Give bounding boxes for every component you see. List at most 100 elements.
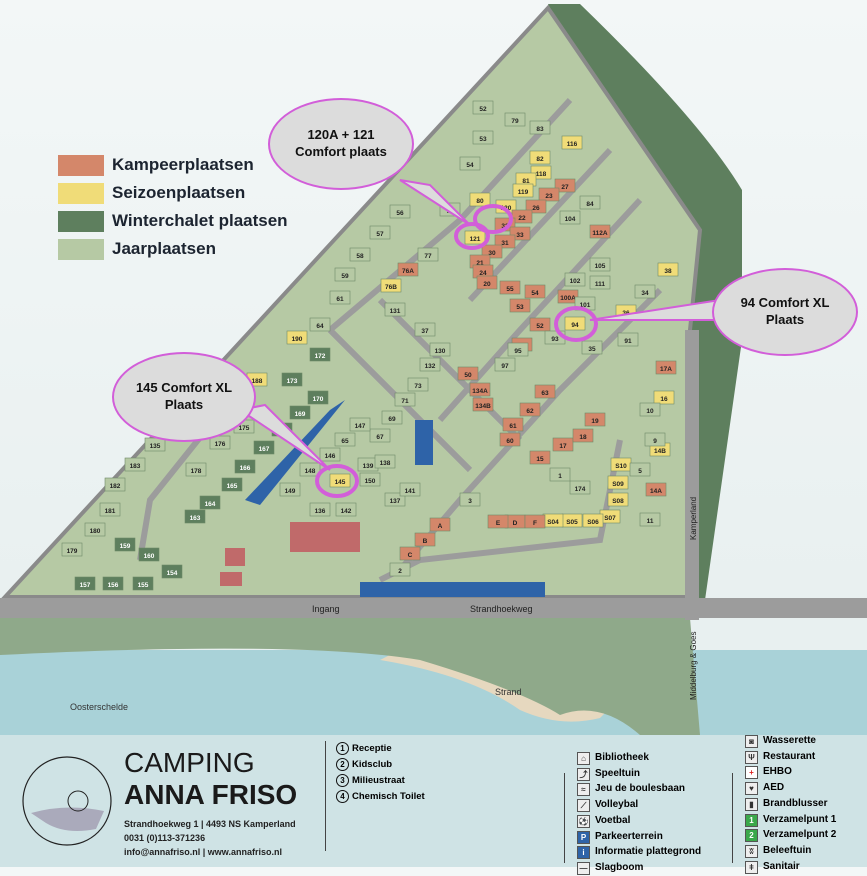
plot-145[interactable] [329, 473, 351, 488]
plot-76B[interactable] [380, 278, 402, 293]
plot-148[interactable] [299, 462, 321, 477]
plot-5[interactable] [629, 462, 651, 477]
plot-61[interactable] [502, 417, 524, 432]
plot-A[interactable] [429, 517, 451, 532]
plot-52[interactable] [472, 100, 494, 115]
plot-17[interactable] [552, 437, 574, 452]
plot-63[interactable] [534, 384, 556, 399]
plot-119[interactable] [512, 183, 534, 198]
plot-14A[interactable] [645, 482, 667, 497]
plot-58[interactable] [349, 247, 371, 262]
plot-100A[interactable] [557, 289, 579, 304]
plot-55[interactable] [499, 280, 521, 295]
plot-178[interactable] [185, 462, 207, 477]
plot-146[interactable] [319, 447, 341, 462]
plot-131[interactable] [384, 302, 406, 317]
plot-34[interactable] [634, 284, 656, 299]
plot-142[interactable] [335, 502, 357, 517]
plot-9[interactable] [644, 432, 666, 447]
plot-134B[interactable] [472, 397, 494, 412]
plot-S08[interactable] [607, 492, 629, 507]
plot-179[interactable] [61, 542, 83, 557]
plot-53[interactable] [509, 298, 531, 313]
plot-102[interactable] [564, 272, 586, 287]
plot-62[interactable] [519, 402, 541, 417]
plot-160[interactable] [138, 547, 160, 562]
plot-150[interactable] [359, 472, 381, 487]
plot-136[interactable] [309, 502, 331, 517]
plot-165[interactable] [221, 477, 243, 492]
plot-111[interactable] [589, 275, 611, 290]
plot-27[interactable] [554, 178, 576, 193]
plot-67[interactable] [369, 428, 391, 443]
plot-183[interactable] [124, 457, 146, 472]
plot-1[interactable] [549, 467, 571, 482]
plot-95[interactable] [507, 342, 529, 357]
plot-71[interactable] [394, 392, 416, 407]
plot-69[interactable] [381, 410, 403, 425]
plot-154[interactable] [161, 564, 183, 579]
plot-174[interactable] [569, 480, 591, 495]
plot-61[interactable] [329, 290, 351, 305]
plot-83[interactable] [529, 120, 551, 135]
plot-149[interactable] [279, 482, 301, 497]
plot-141[interactable] [399, 482, 421, 497]
plot-82[interactable] [529, 150, 551, 165]
plot-76A[interactable] [397, 262, 419, 277]
plot-65[interactable] [334, 432, 356, 447]
plot-C[interactable] [399, 546, 421, 561]
plot-B[interactable] [414, 532, 436, 547]
plot-11[interactable] [639, 512, 661, 527]
plot-147[interactable] [349, 417, 371, 432]
plot-S09[interactable] [607, 475, 629, 490]
plot-56[interactable] [389, 204, 411, 219]
plot-60[interactable] [499, 432, 521, 447]
plot-134A[interactable] [469, 382, 491, 397]
plot-170[interactable] [307, 390, 329, 405]
plot-2[interactable] [389, 562, 411, 577]
plot-35[interactable] [581, 340, 603, 355]
plot-121[interactable] [464, 230, 486, 245]
plot-53[interactable] [472, 130, 494, 145]
plot-173[interactable] [281, 372, 303, 387]
plot-104[interactable] [559, 210, 581, 225]
plot-54[interactable] [524, 284, 546, 299]
web-links[interactable]: info@annafriso.nl | www.annafriso.nl [124, 847, 282, 857]
plot-91[interactable] [617, 332, 639, 347]
plot-105[interactable] [589, 257, 611, 272]
plot-190[interactable] [286, 330, 308, 345]
plot-15[interactable] [529, 450, 551, 465]
plot-97[interactable] [494, 357, 516, 372]
plot-155[interactable] [132, 576, 154, 591]
plot-157[interactable] [74, 576, 96, 591]
plot-77[interactable] [417, 247, 439, 262]
plot-163[interactable] [184, 509, 206, 524]
plot-180[interactable] [84, 522, 106, 537]
plot-130[interactable] [429, 342, 451, 357]
plot-159[interactable] [114, 537, 136, 552]
plot-38[interactable] [657, 262, 679, 277]
plot-23[interactable] [538, 187, 560, 202]
plot-59[interactable] [334, 267, 356, 282]
plot-10[interactable] [639, 402, 661, 417]
plot-37[interactable] [414, 322, 436, 337]
plot-112A[interactable] [589, 224, 611, 239]
plot-57[interactable] [369, 225, 391, 240]
plot-167[interactable] [253, 440, 275, 455]
plot-116[interactable] [561, 135, 583, 150]
plot-80[interactable] [469, 192, 491, 207]
plot-166[interactable] [234, 459, 256, 474]
plot-52[interactable] [529, 317, 551, 332]
plot-S06[interactable] [582, 513, 604, 528]
plot-84[interactable] [579, 195, 601, 210]
plot-181[interactable] [99, 502, 121, 517]
plot-18[interactable] [572, 428, 594, 443]
plot-73[interactable] [407, 377, 429, 392]
plot-E[interactable] [487, 514, 509, 529]
plot-138[interactable] [374, 454, 396, 469]
plot-94[interactable] [564, 316, 586, 331]
plot-17A[interactable] [655, 360, 677, 375]
plot-3[interactable] [459, 492, 481, 507]
plot-50[interactable] [457, 366, 479, 381]
plot-79[interactable] [504, 112, 526, 127]
